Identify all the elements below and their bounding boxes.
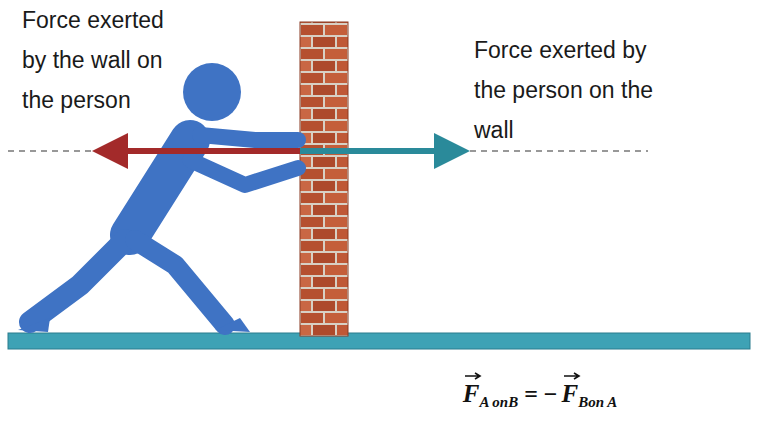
floor — [8, 333, 750, 349]
vector-arrow — [464, 372, 482, 380]
person-foot — [215, 318, 250, 332]
force-arrow — [110, 148, 300, 154]
equation: FA onB= −FBon A — [463, 372, 618, 408]
person-figure — [30, 135, 298, 325]
vector-symbol: F — [562, 372, 579, 408]
operator: = − — [524, 381, 557, 408]
subscript: A onB — [479, 394, 518, 411]
force-label: Force exerted by the wall on the person — [22, 0, 182, 120]
subscript: Bon A — [578, 394, 617, 411]
line-of-action — [8, 150, 648, 151]
brick-wall — [300, 22, 348, 336]
vector-arrow — [563, 372, 581, 380]
vector-symbol: F — [463, 372, 480, 408]
force-label: Force exerted by the person on the wall — [474, 30, 669, 150]
person-head — [183, 63, 241, 121]
force-arrow — [300, 148, 452, 154]
person-foot — [18, 318, 50, 332]
